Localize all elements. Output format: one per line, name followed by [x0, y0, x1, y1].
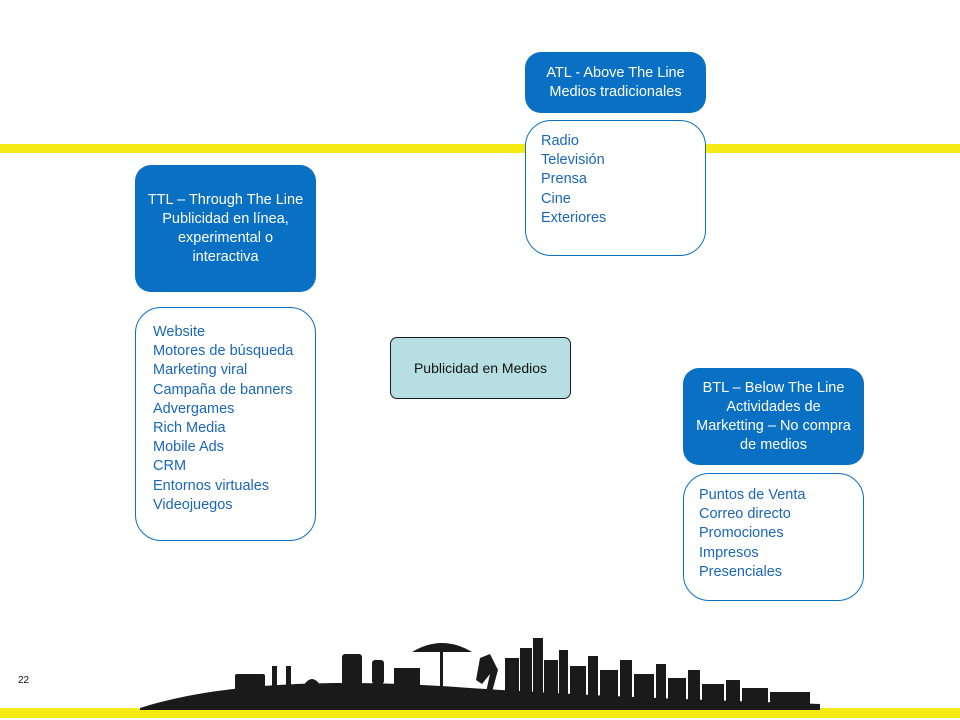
building-shape	[726, 680, 740, 704]
building-shape	[520, 648, 532, 696]
list-item: Website	[153, 324, 206, 340]
building-shape	[668, 678, 686, 704]
btl-header-line-1: BTL – Below The Line	[702, 379, 845, 396]
mobile-phone-icon	[342, 654, 362, 688]
building-shape	[570, 666, 586, 700]
lock-icon	[372, 660, 384, 684]
building-shape	[544, 660, 558, 698]
city-skyline-illustration	[140, 638, 820, 710]
list-item: Rich Media	[153, 420, 226, 437]
building-shape	[505, 658, 519, 698]
building-shape	[600, 670, 618, 700]
list-item: Advergames	[153, 400, 235, 417]
building-shape	[588, 656, 598, 700]
building-shape	[533, 638, 543, 696]
building-shape	[620, 660, 632, 700]
list-item: Televisión	[541, 152, 605, 169]
atl-header-line-2: Medios tradicionales	[549, 83, 682, 100]
list-item: Correo directo	[699, 506, 791, 523]
walking-person-icon	[476, 654, 498, 692]
list-item: Promociones	[699, 525, 784, 542]
atl-list: Radio Televisión Prensa Cine Exteriores	[541, 132, 705, 228]
building-shape	[559, 650, 568, 698]
ttl-list-box: Website Motores de búsqueda Marketing vi…	[135, 307, 316, 541]
list-item: Entornos virtuales	[153, 477, 270, 494]
list-item: Exteriores	[541, 209, 607, 226]
btl-list: Puntos de Venta Correo directo Promocion…	[699, 486, 863, 582]
bell-icon	[300, 679, 324, 692]
ttl-header-box: TTL – Through The Line Publicidad en lín…	[135, 165, 316, 292]
wine-glass-icon	[286, 666, 291, 692]
atl-header-box: ATL - Above The Line Medios tradicionale…	[525, 52, 706, 113]
list-item: CRM	[153, 458, 187, 475]
wine-glass-icon	[272, 666, 277, 692]
list-item: Radio	[541, 133, 579, 149]
building-shape	[634, 674, 654, 702]
list-item: Motores de búsqueda	[153, 343, 294, 360]
umbrella-icon	[412, 643, 472, 652]
ttl-header-line-2: Publicidad en línea, experimental o inte…	[162, 210, 289, 265]
atl-list-box: Radio Televisión Prensa Cine Exteriores	[525, 120, 706, 256]
btl-header-box: BTL – Below The Line Actividades de Mark…	[683, 368, 864, 465]
building-shape	[702, 684, 724, 704]
list-item: Campaña de banners	[153, 381, 293, 398]
bottom-yellow-band	[0, 708, 960, 718]
list-item: Videojuegos	[153, 496, 233, 513]
atl-header-line-1: ATL - Above The Line	[546, 64, 685, 81]
list-item: Puntos de Venta	[699, 487, 806, 503]
building-shape	[688, 670, 700, 704]
list-item: Marketing viral	[153, 362, 248, 379]
list-item: Cine	[541, 190, 571, 207]
top-yellow-band	[0, 144, 960, 153]
btl-list-box: Puntos de Venta Correo directo Promocion…	[683, 473, 864, 601]
laptop-icon	[394, 668, 420, 686]
list-item: Prensa	[541, 171, 587, 188]
ttl-list: Website Motores de búsqueda Marketing vi…	[153, 323, 309, 515]
money-bill-icon	[235, 674, 265, 692]
list-item: Impresos	[699, 544, 759, 561]
umbrella-pole-shape	[440, 650, 443, 690]
center-node-label: Publicidad en Medios	[413, 360, 548, 376]
building-shape	[770, 692, 810, 704]
page-number: 22	[18, 675, 30, 686]
list-item: Presenciales	[699, 563, 783, 580]
building-shape	[656, 664, 666, 702]
center-node: Publicidad en Medios	[390, 337, 571, 399]
list-item: Mobile Ads	[153, 439, 224, 456]
building-shape	[742, 688, 768, 704]
btl-header-line-2: Actividades de Marketting – No compra de…	[696, 398, 851, 453]
ttl-header-line-1: TTL – Through The Line	[147, 191, 304, 208]
